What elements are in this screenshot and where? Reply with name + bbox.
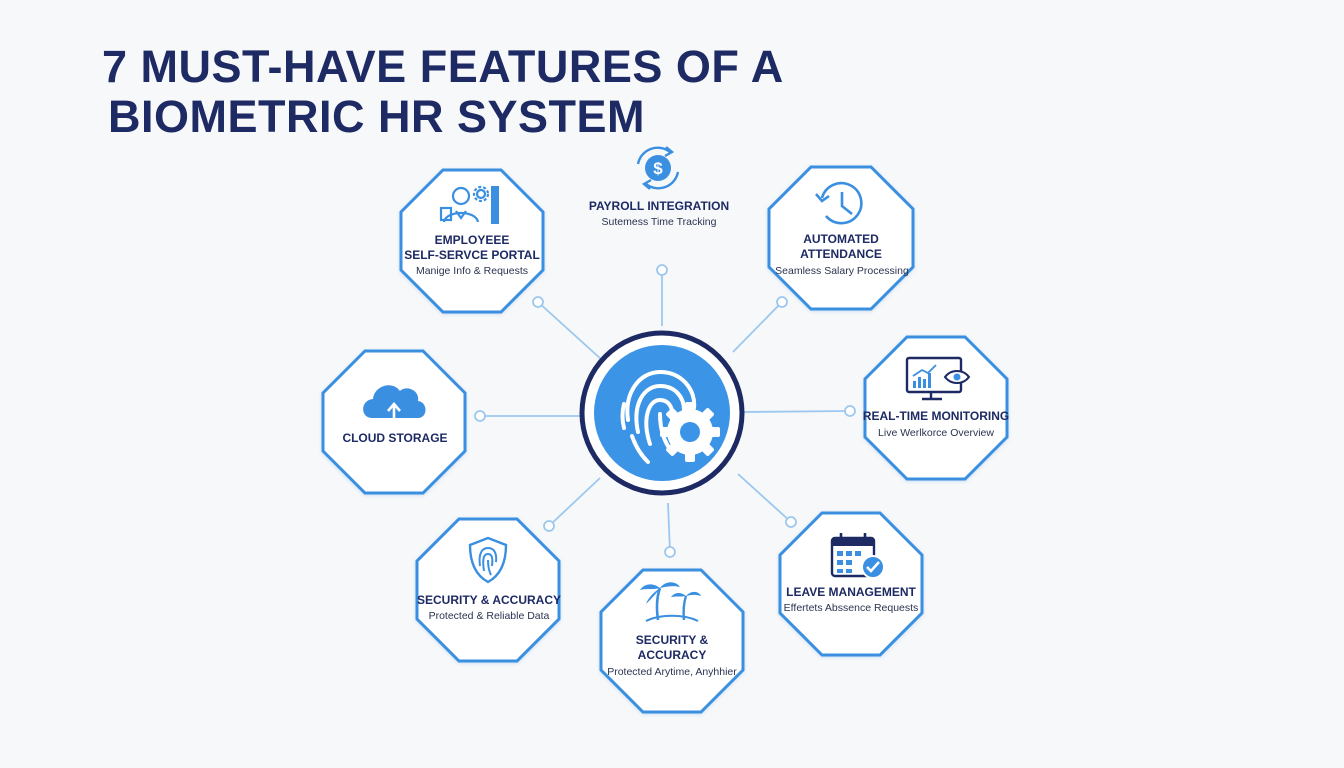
- shield-fingerprint-icon: [468, 536, 508, 584]
- monitoring-title: REAL-TIME MONITORING: [863, 409, 1009, 423]
- gear-icon: [660, 402, 720, 462]
- dot-remote: [664, 546, 676, 558]
- page-title: 7 MUST-HAVE FEATURES OF A BIOMETRIC HR S…: [102, 42, 784, 142]
- palm-trees-icon: [640, 582, 701, 622]
- title-line-2: BIOMETRIC HR SYSTEM: [108, 91, 646, 142]
- feature-attendance: AUTOMATED ATTENDANCE Seamless Salary Pro…: [767, 165, 915, 311]
- security-title: SECURITY & ACCURACY: [417, 593, 561, 607]
- connectors: [480, 270, 851, 553]
- connector-attendance: [732, 301, 783, 353]
- dollar-cycle-icon: $: [636, 146, 680, 190]
- connector-security: [548, 477, 601, 527]
- attendance-title-1: AUTOMATED: [803, 232, 879, 246]
- dot-leave: [785, 516, 797, 528]
- connector-leave: [737, 473, 792, 523]
- clock-icon: [815, 181, 863, 225]
- feature-cloud: CLOUD STORAGE: [321, 349, 467, 495]
- title-line-1: 7 MUST-HAVE FEATURES OF A: [102, 41, 784, 92]
- self-service-desc: Manige Info & Requests: [416, 265, 528, 277]
- connector-dots: [474, 264, 856, 558]
- remote-desc: Protected Arytime, Anyhhier: [607, 666, 737, 678]
- connector-monitoring: [741, 410, 851, 413]
- dot-payroll: [656, 264, 668, 276]
- leave-desc: Effertets Abssence Requests: [784, 602, 919, 614]
- remote-title-2: ACCURACY: [638, 648, 707, 662]
- feature-payroll: $ PAYROLL INTEGRATION Sutemess Time Trac…: [589, 146, 729, 228]
- center-hub: [579, 330, 745, 496]
- dot-monitoring: [844, 405, 856, 417]
- cloud-title: CLOUD STORAGE: [342, 431, 447, 445]
- connector-self-service: [537, 301, 603, 361]
- self-service-title-1: EMPLOYEEE: [435, 233, 510, 247]
- dot-attendance: [776, 296, 788, 308]
- attendance-desc: Seamless Salary Processing: [775, 265, 909, 277]
- feature-leave: LEAVE MANAGEMENT Effertets Abssence Requ…: [778, 511, 924, 657]
- dot-self-service: [532, 296, 544, 308]
- calendar-check-icon: [830, 533, 885, 579]
- svg-text:$: $: [653, 159, 663, 178]
- remote-title-1: SECURITY &: [636, 633, 709, 647]
- self-service-title-2: SELF-SERVCE PORTAL: [404, 248, 540, 262]
- security-desc: Protected & Reliable Data: [429, 610, 550, 622]
- attendance-title-2: ATTENDANCE: [800, 247, 882, 261]
- payroll-desc: Sutemess Time Tracking: [602, 216, 717, 228]
- leave-title: LEAVE MANAGEMENT: [786, 585, 916, 599]
- cloud-upload-icon: [363, 385, 426, 424]
- monitor-chart-icon: [905, 356, 971, 401]
- employee-portal-icon: [439, 185, 499, 224]
- feature-monitoring: REAL-TIME MONITORING Live Werlkorce Over…: [863, 335, 1009, 481]
- fingerprint-gear-icon: [620, 369, 697, 464]
- feature-self-service: EMPLOYEEE SELF-SERVCE PORTAL Manige Info…: [399, 168, 545, 314]
- dot-security: [543, 520, 555, 532]
- feature-security: SECURITY & ACCURACY Protected & Reliable…: [415, 517, 561, 663]
- monitoring-desc: Live Werlkorce Overview: [878, 427, 994, 439]
- dot-cloud: [474, 410, 486, 422]
- feature-remote: SECURITY & ACCURACY Protected Arytime, A…: [599, 568, 745, 714]
- connector-remote: [667, 502, 671, 553]
- payroll-title: PAYROLL INTEGRATION: [589, 199, 729, 213]
